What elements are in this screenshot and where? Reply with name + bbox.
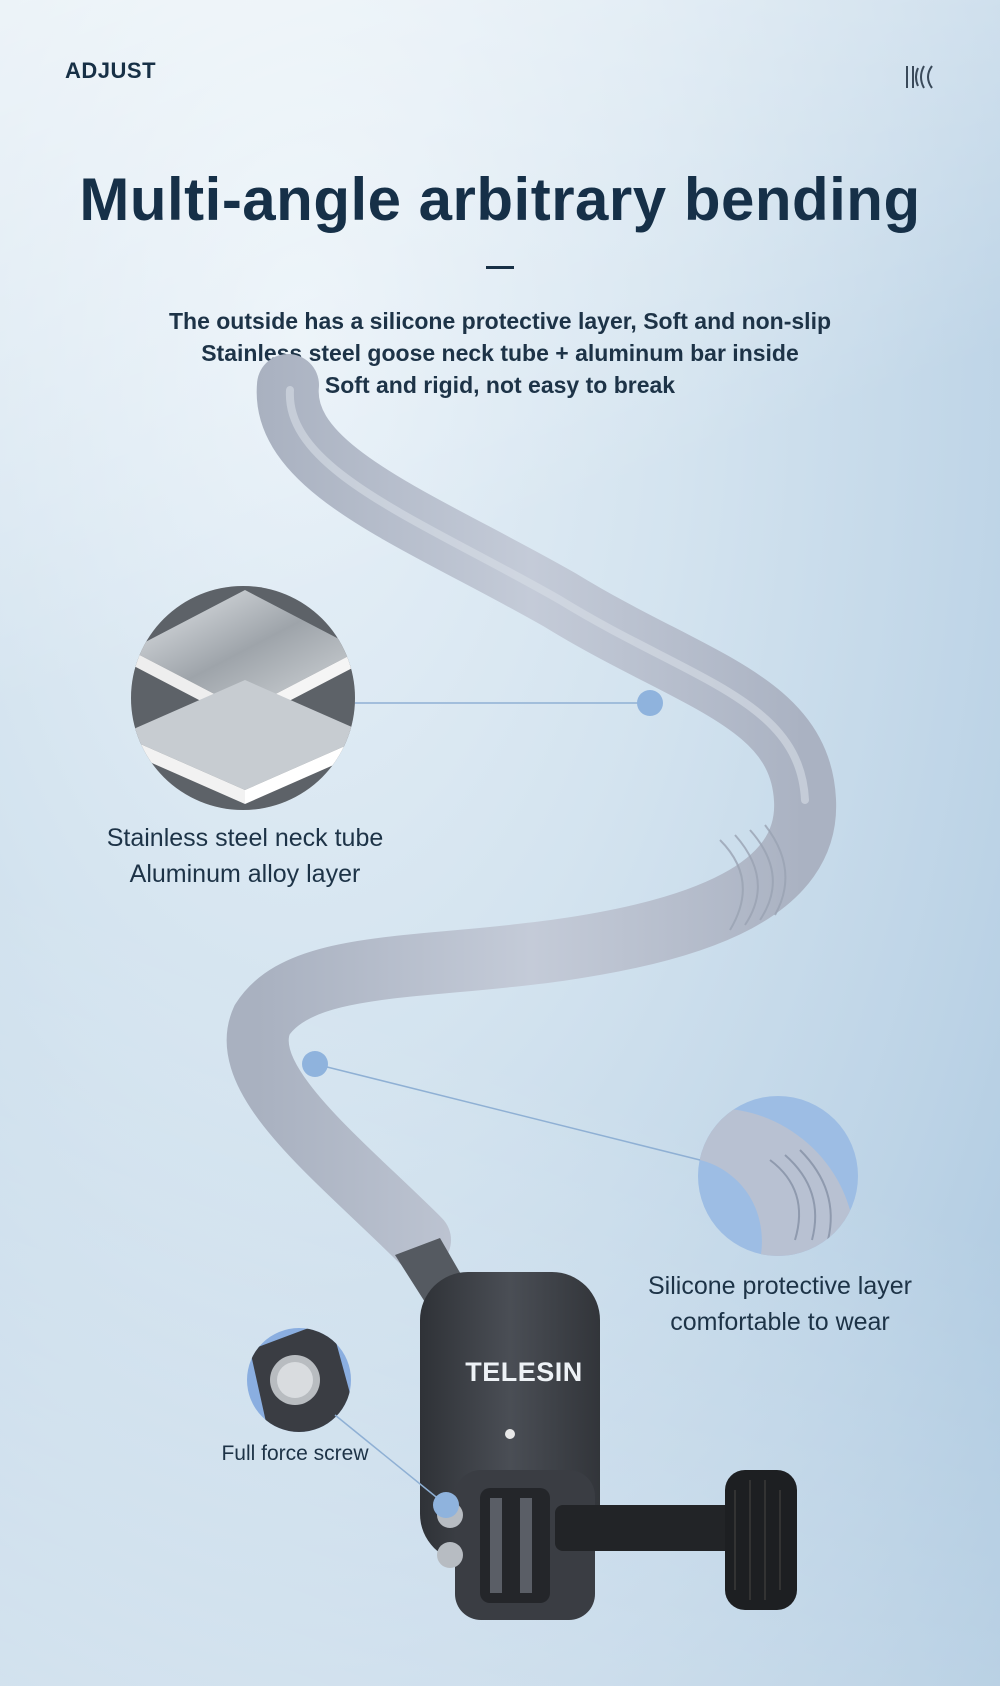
steel-detail-lens xyxy=(131,586,355,810)
callout-line: Stainless steel neck tube xyxy=(106,824,384,852)
callout-line: comfortable to wear xyxy=(670,1308,890,1336)
steel-callout: Stainless steel neck tube Aluminum alloy… xyxy=(60,820,430,892)
callout-line: Aluminum alloy layer xyxy=(129,860,361,888)
description-line: The outside has a silicone protective la… xyxy=(168,308,832,334)
callout-line: Silicone protective layer xyxy=(647,1272,912,1300)
screw-leader-line xyxy=(334,1414,447,1506)
neck-tube xyxy=(226,354,837,1271)
screw-detail-lens xyxy=(247,1328,351,1432)
screw-callout: Full force screw xyxy=(221,1442,369,1465)
silicone-detail-lens xyxy=(698,1096,858,1256)
brand-logo-icon xyxy=(906,65,933,89)
steel-callout-dot xyxy=(637,690,663,716)
brand-logo-text: TELESIN xyxy=(465,1357,583,1387)
section-tag: ADJUST xyxy=(65,58,157,83)
title-divider xyxy=(486,266,514,269)
screw-callout-dot xyxy=(433,1492,459,1518)
page-title: Multi-angle arbitrary bending xyxy=(79,166,921,233)
silicone-callout-dot xyxy=(302,1051,328,1077)
silicone-callout: Silicone protective layer comfortable to… xyxy=(600,1268,960,1340)
silicone-leader-line xyxy=(314,1063,701,1161)
camera-mount xyxy=(395,1238,797,1620)
description-line: Soft and rigid, not easy to break xyxy=(324,372,676,398)
